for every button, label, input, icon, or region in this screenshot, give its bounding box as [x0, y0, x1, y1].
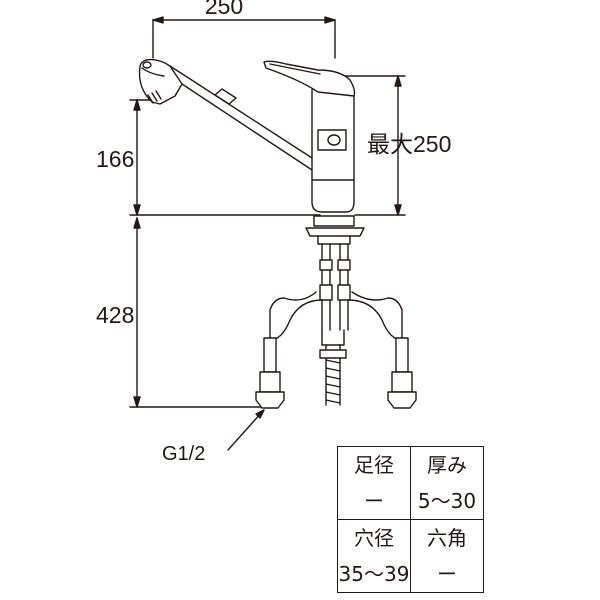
spout-arm	[169, 65, 313, 171]
spec-table-header-row-2: 穴径 六角	[337, 519, 484, 556]
mounting-base	[305, 215, 365, 245]
spout-height-dimension-line	[129, 99, 321, 216]
hose-length-dimension-line	[129, 217, 263, 408]
spec-table-value-row-1: ー 5〜30	[337, 483, 484, 520]
hex-label: 六角	[410, 519, 484, 556]
thickness-label: 厚み	[410, 446, 484, 483]
supply-hoses	[255, 243, 417, 409]
thread-size-label: G1/2	[162, 443, 205, 465]
thread-size-leader-line	[227, 409, 265, 451]
lever-handle	[263, 60, 356, 97]
spec-table: 足径 厚み ー 5〜30 穴径 六角 35〜39 ー	[337, 446, 484, 593]
max-height-label: 最大250	[367, 131, 451, 157]
spec-table-value-row-2: 35〜39 ー	[337, 556, 484, 593]
hex-value: ー	[410, 556, 484, 593]
hose-length-label: 428	[96, 302, 134, 328]
spout-height-label: 166	[96, 146, 134, 172]
hole-diameter-value: 35〜39	[337, 556, 411, 593]
faucet-body	[311, 79, 355, 213]
spec-table-header-row-1: 足径 厚み	[337, 446, 484, 483]
foot-diameter-value: ー	[337, 483, 411, 520]
thickness-value: 5〜30	[410, 483, 484, 520]
max-height-dimension-line	[339, 75, 406, 216]
spout-reach-label: 250	[205, 0, 243, 19]
hole-diameter-label: 穴径	[337, 519, 411, 556]
spout-reach-dimension-line	[152, 16, 336, 59]
foot-diameter-label: 足径	[337, 446, 411, 483]
spout-head	[138, 58, 183, 105]
